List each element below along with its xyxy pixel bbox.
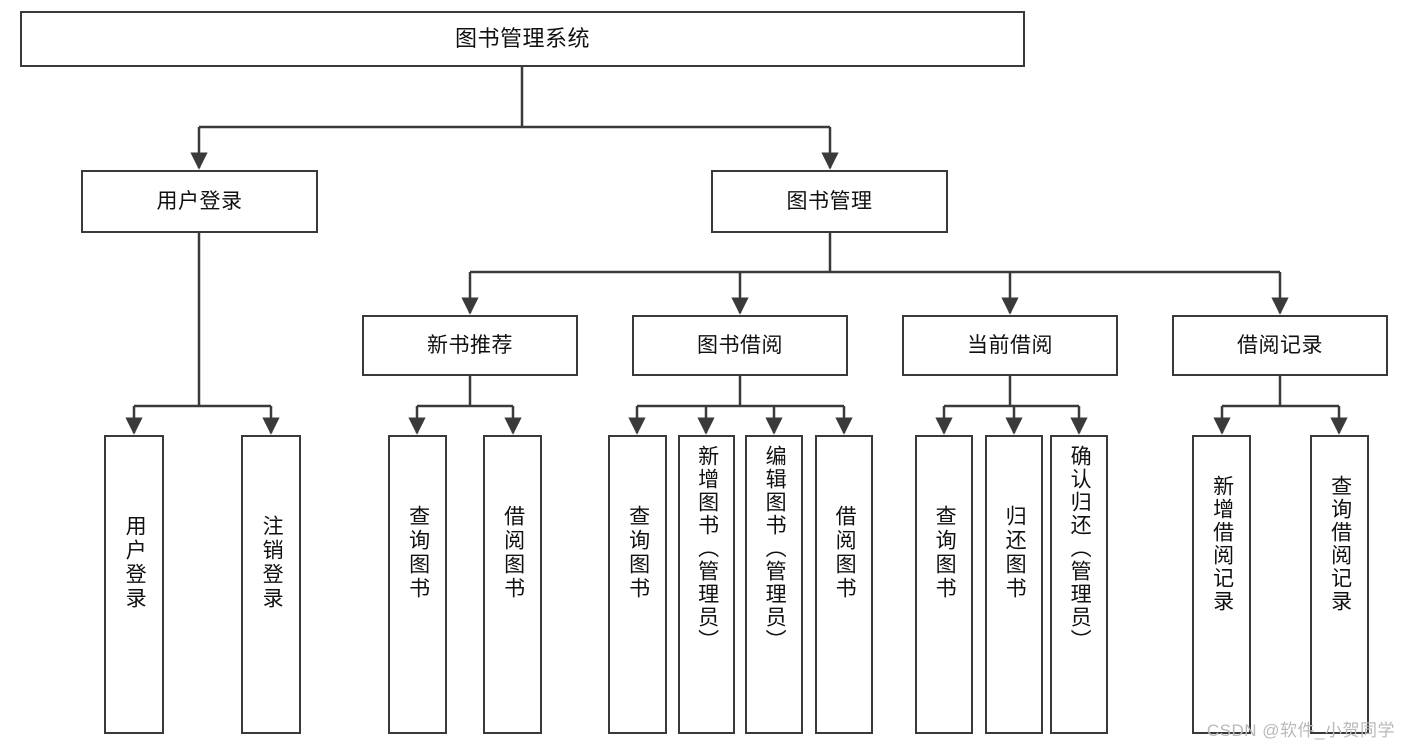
node-label: 确认归还（管理员） (1068, 445, 1092, 652)
node-book-management[interactable]: 图书管理 (711, 170, 948, 233)
node-label: 借阅图书 (501, 505, 525, 601)
node-label: 图书管理 (786, 189, 873, 213)
node-leaf-confirm-return-admin[interactable]: 确认归还（管理员） (1050, 435, 1108, 734)
node-leaf-edit-book-admin[interactable]: 编辑图书（管理员） (745, 435, 803, 734)
node-label: 归还图书 (1003, 505, 1027, 601)
node-label: 借阅图书 (833, 505, 857, 601)
node-leaf-return-book[interactable]: 归还图书 (985, 435, 1043, 734)
node-label: 新增图书（管理员） (695, 445, 719, 652)
node-label: 查询图书 (626, 505, 650, 601)
node-new-book-recommend[interactable]: 新书推荐 (362, 315, 578, 376)
node-label: 用户登录 (123, 515, 147, 611)
node-leaf-query-book-borrow[interactable]: 查询图书 (608, 435, 667, 734)
node-label: 新增借阅记录 (1210, 475, 1234, 613)
node-user-login[interactable]: 用户登录 (81, 170, 318, 233)
node-label: 注销登录 (260, 515, 284, 611)
node-current-borrow[interactable]: 当前借阅 (902, 315, 1118, 376)
node-root-book-management-system[interactable]: 图书管理系统 (20, 11, 1025, 67)
node-label: 查询图书 (933, 505, 957, 601)
node-leaf-borrow-book-borrow[interactable]: 借阅图书 (815, 435, 873, 734)
node-label: 新书推荐 (427, 333, 513, 357)
node-label: 查询借阅记录 (1328, 475, 1352, 613)
node-label: 图书管理系统 (454, 25, 590, 51)
node-leaf-query-borrow-record[interactable]: 查询借阅记录 (1310, 435, 1369, 734)
node-leaf-add-borrow-record[interactable]: 新增借阅记录 (1192, 435, 1251, 734)
node-book-borrow[interactable]: 图书借阅 (632, 315, 848, 376)
node-label: 编辑图书（管理员） (763, 445, 787, 652)
node-label: 用户登录 (156, 189, 243, 213)
node-leaf-logout-login[interactable]: 注销登录 (241, 435, 301, 734)
node-label: 借阅记录 (1237, 333, 1323, 357)
node-leaf-query-book-recommend[interactable]: 查询图书 (388, 435, 447, 734)
node-leaf-borrow-book-recommend[interactable]: 借阅图书 (483, 435, 542, 734)
node-label: 查询图书 (406, 505, 430, 601)
node-leaf-user-login[interactable]: 用户登录 (104, 435, 164, 734)
node-label: 当前借阅 (967, 333, 1053, 357)
node-borrow-record[interactable]: 借阅记录 (1172, 315, 1388, 376)
node-leaf-query-book-current[interactable]: 查询图书 (915, 435, 973, 734)
node-label: 图书借阅 (697, 333, 783, 357)
node-leaf-add-book-admin[interactable]: 新增图书（管理员） (678, 435, 735, 734)
csdn-watermark: CSDN @软件_小贺同学 (1206, 721, 1395, 740)
